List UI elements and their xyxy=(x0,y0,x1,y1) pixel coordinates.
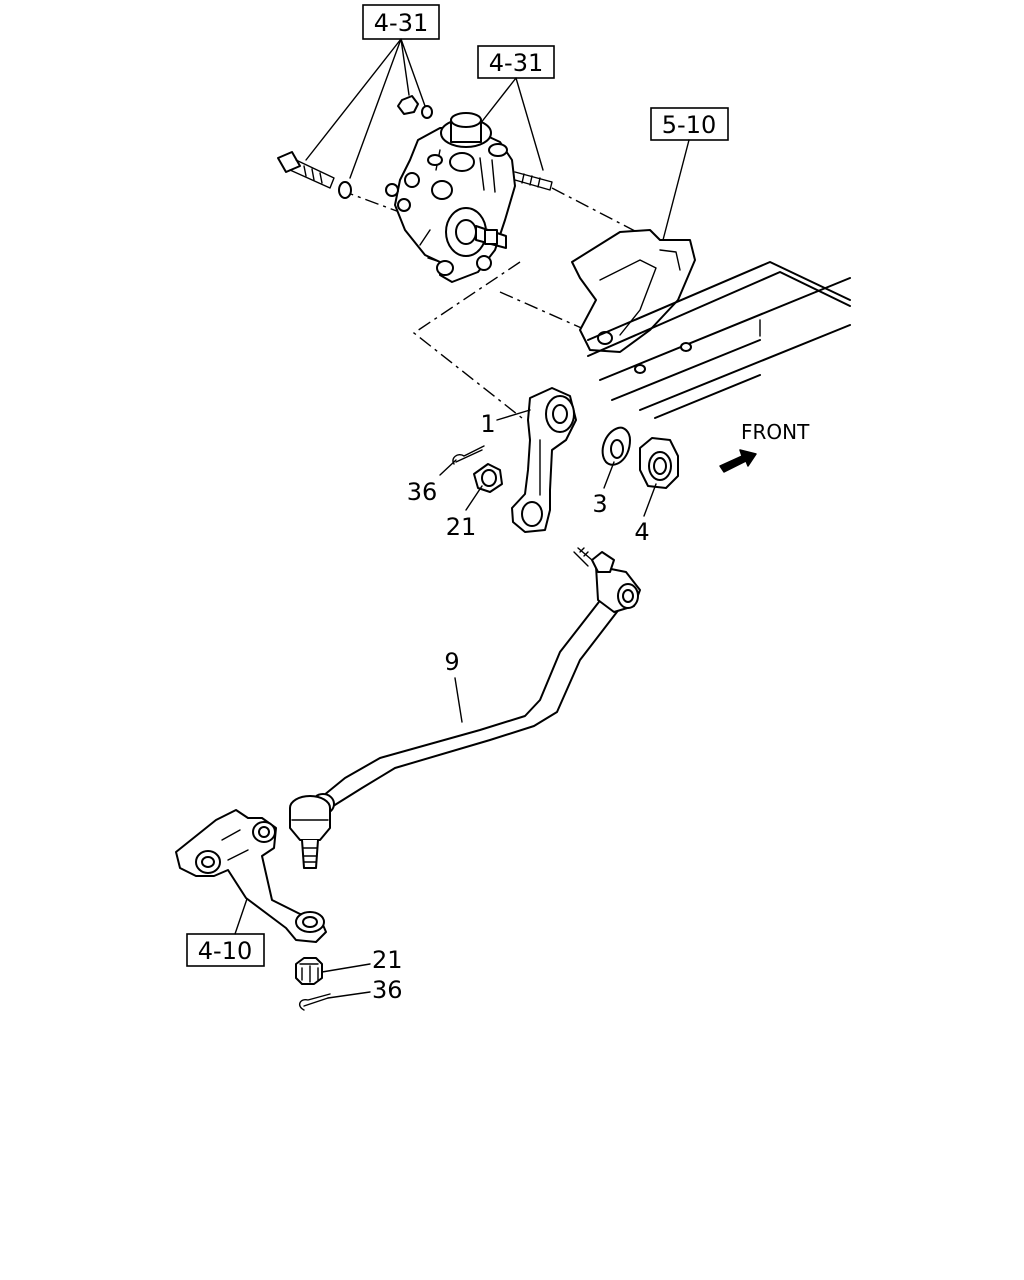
callout-36-lower: 36 xyxy=(372,976,403,1004)
callout-4: 4 xyxy=(634,518,649,546)
callout-9: 9 xyxy=(444,648,459,676)
nut-upper-small xyxy=(397,95,433,119)
drag-link-end-upper xyxy=(573,547,641,613)
ref-label-4-31-a: 4-31 xyxy=(374,9,428,37)
castle-nut-lower xyxy=(295,957,323,985)
frame-rail xyxy=(587,261,851,419)
drag-link-end-lower xyxy=(289,793,335,869)
callout-1: 1 xyxy=(480,410,495,438)
callout-21-upper: 21 xyxy=(446,513,477,541)
callout-leaders xyxy=(321,409,657,999)
ref-label-4-10: 4-10 xyxy=(198,937,252,965)
washer-part-3 xyxy=(601,426,631,466)
front-indicator: FRONT xyxy=(719,420,810,473)
callout-3: 3 xyxy=(592,490,607,518)
stud-right xyxy=(514,171,553,191)
ref-label-4-31-b: 4-31 xyxy=(489,49,543,77)
front-label: FRONT xyxy=(741,420,810,444)
ref-box-4-10-idler-arm: 4-10 xyxy=(186,933,265,967)
ref-label-5-10: 5-10 xyxy=(662,111,716,139)
front-arrow-icon xyxy=(719,449,757,473)
callout-36-upper: 36 xyxy=(407,478,438,506)
ref-box-4-31-top-mid: 4-31 xyxy=(477,45,555,79)
idler-arm xyxy=(175,809,327,943)
ref-leader-lines xyxy=(234,38,690,935)
washer-left xyxy=(338,181,352,199)
drag-link xyxy=(289,547,641,869)
steering-gear-box xyxy=(385,112,516,283)
ref-box-5-10-frame: 5-10 xyxy=(650,107,729,141)
ref-box-4-31-top-left: 4-31 xyxy=(362,4,440,40)
cotter-pin-lower xyxy=(298,993,331,1011)
castle-nut-upper xyxy=(473,463,503,493)
nut-part-4 xyxy=(639,437,679,489)
pitman-arm xyxy=(511,387,577,533)
callout-21-lower: 21 xyxy=(372,946,403,974)
gear-mounting-bracket xyxy=(571,229,696,353)
mounting-bolt xyxy=(277,151,335,189)
cotter-pin-upper xyxy=(452,445,485,465)
